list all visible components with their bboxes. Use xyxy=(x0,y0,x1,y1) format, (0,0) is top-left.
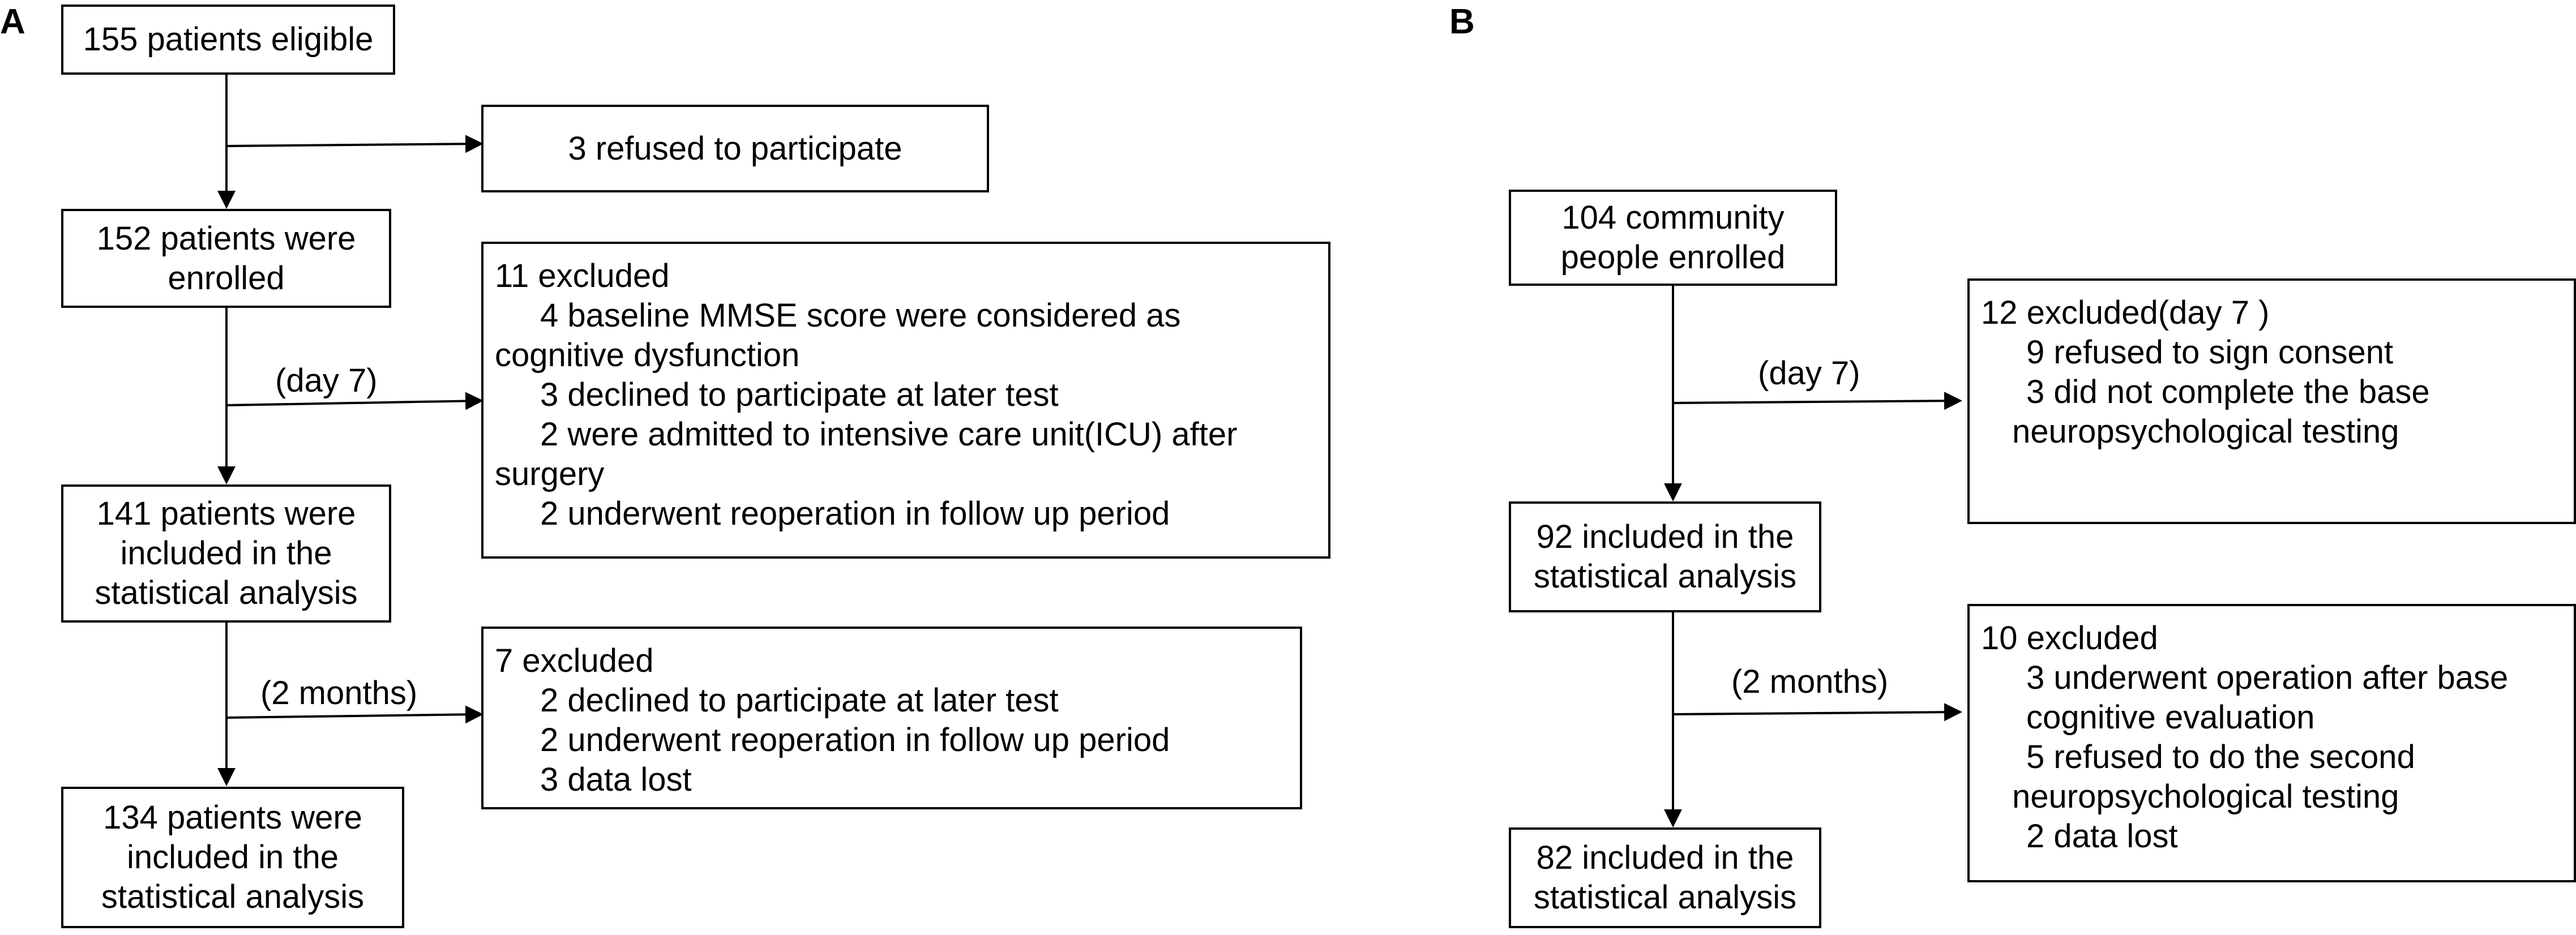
arrow-b-to-excluded2 xyxy=(1672,703,1962,722)
panel-letter-a: A xyxy=(0,2,25,41)
arrow-a-to-refused xyxy=(226,135,483,153)
box-a-excluded1: 11 excluded 4 baseline MMSE score were c… xyxy=(481,242,1330,559)
box-a-included1: 141 patients were included in the statis… xyxy=(61,484,391,623)
text-a-ex1-l2: cognitive dysfunction xyxy=(495,337,800,374)
text-a-inc1-2: included in the xyxy=(120,535,332,572)
text-b-enrolled-2: people enrolled xyxy=(1560,239,1786,276)
arrow-a-to-excluded2 xyxy=(226,705,483,724)
text-a-ex1-title: 11 excluded xyxy=(495,258,670,294)
text-a-ex1-l5: surgery xyxy=(495,456,605,492)
box-b-included2: 82 included in the statistical analysis xyxy=(1509,827,1821,928)
text-b-ex1-l2: 3 did not complete the base xyxy=(2026,374,2430,410)
text-b-ex2-l4: neuropsychological testing xyxy=(2012,778,2399,815)
box-a-enrolled: 152 patients were enrolled xyxy=(61,209,391,308)
text-a-ex1-l3: 3 declined to participate at later test xyxy=(540,376,1059,413)
text-b-ex1-l3: neuropsychological testing xyxy=(2012,413,2399,450)
text-a-ex1-l1: 4 baseline MMSE score were considered as xyxy=(540,297,1181,334)
box-b-enrolled: 104 community people enrolled xyxy=(1509,190,1837,286)
text-a-ex1-l4: 2 were admitted to intensive care unit(I… xyxy=(540,416,1238,453)
text-a-inc1-1: 141 patients were xyxy=(96,495,356,532)
label-b-2months: (2 months) xyxy=(1731,663,1889,700)
text-a-enrolled-1: 152 patients were xyxy=(96,220,356,257)
text-b-enrolled-1: 104 community xyxy=(1561,199,1785,236)
text-a-inc1-3: statistical analysis xyxy=(95,574,358,611)
text-b-inc2-1: 82 included in the xyxy=(1536,839,1794,876)
box-a-refused: 3 refused to participate xyxy=(481,105,989,192)
text-a-inc2-2: included in the xyxy=(126,839,339,876)
text-a-inc2-3: statistical analysis xyxy=(101,878,365,915)
text-b-ex2-l3: 5 refused to do the second xyxy=(2026,739,2415,775)
text-b-inc2-2: statistical analysis xyxy=(1533,879,1797,916)
box-b-excluded2: 10 excluded 3 underwent operation after … xyxy=(1967,604,2576,882)
text-a-inc2-1: 134 patients were xyxy=(103,799,362,836)
text-a-ex2-l1: 2 declined to participate at later test xyxy=(540,682,1059,719)
label-a-day7: (day 7) xyxy=(275,362,378,399)
text-a-ex2-l3: 3 data lost xyxy=(540,761,692,798)
box-a-excluded2: 7 excluded 2 declined to participate at … xyxy=(481,627,1302,809)
text-a-refused: 3 refused to participate xyxy=(568,130,902,167)
text-a-enrolled-2: enrolled xyxy=(168,259,285,297)
box-a-included2: 134 patients were included in the statis… xyxy=(61,787,404,928)
text-b-ex1-title: 12 excluded(day 7 ) xyxy=(1981,294,2270,331)
panel-letter-b: B xyxy=(1449,2,1475,41)
arrow-b-to-excluded1 xyxy=(1672,392,1962,410)
text-a-ex2-title: 7 excluded xyxy=(495,642,654,679)
text-b-ex2-l2: cognitive evaluation xyxy=(2026,699,2315,736)
label-a-2months: (2 months) xyxy=(260,675,418,711)
label-b-day7: (day 7) xyxy=(1758,355,1860,392)
text-b-ex1-l1: 9 refused to sign consent xyxy=(2026,334,2394,371)
text-b-ex2-l5: 2 data lost xyxy=(2026,818,2178,855)
text-b-ex2-title: 10 excluded xyxy=(1981,620,2158,657)
text-a-ex2-l2: 2 underwent reoperation in follow up per… xyxy=(540,722,1170,758)
box-b-included1: 92 included in the statistical analysis xyxy=(1509,501,1821,612)
text-b-ex2-l1: 3 underwent operation after base xyxy=(2026,659,2509,696)
text-b-inc1-1: 92 included in the xyxy=(1536,518,1794,555)
box-a-eligible: 155 patients eligible xyxy=(61,5,395,75)
text-a-ex1-l6: 2 underwent reoperation in follow up per… xyxy=(540,495,1170,532)
text-b-inc1-2: statistical analysis xyxy=(1533,558,1797,595)
arrow-a-to-excluded1 xyxy=(226,392,483,410)
text-a-eligible: 155 patients eligible xyxy=(83,21,374,58)
box-b-excluded1: 12 excluded(day 7 ) 9 refused to sign co… xyxy=(1967,278,2576,524)
